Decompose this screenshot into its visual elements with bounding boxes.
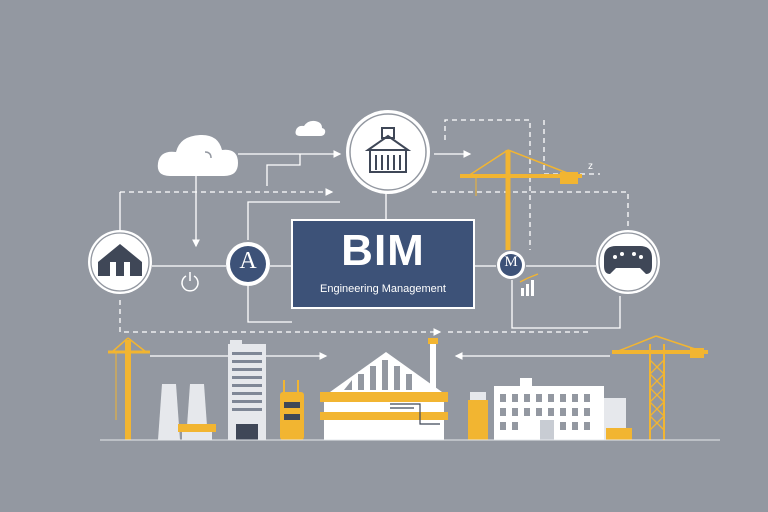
power-icon — [181, 272, 199, 292]
house-icon — [88, 230, 152, 294]
bar-chart-icon — [519, 273, 539, 296]
office-building-icon — [494, 378, 632, 440]
badge-m — [497, 251, 525, 279]
utility-cabinet-icon — [280, 380, 304, 440]
office-tower-icon — [228, 340, 266, 440]
bim-hub-box — [291, 219, 475, 309]
tower-crane-icon — [460, 149, 582, 250]
landmark-building-icon — [346, 110, 430, 194]
circuit-chip-icon — [596, 230, 660, 294]
left-crane-icon — [108, 337, 150, 440]
factory-icon — [158, 384, 216, 440]
cloud-icon — [157, 134, 238, 176]
storage-tank-icon — [468, 392, 488, 440]
hub-title: BIM — [341, 226, 425, 275]
small-cloud-icon — [295, 120, 326, 136]
left-badge-letter: A — [239, 248, 257, 274]
crane-mark: z — [588, 161, 593, 172]
right-crane-icon — [612, 335, 708, 440]
badge-a — [226, 242, 270, 286]
industrial-plant-icon — [320, 338, 448, 440]
right-badge-letter: M — [504, 254, 518, 270]
hub-subtitle: Engineering Management — [320, 283, 446, 295]
connector-lines — [119, 119, 629, 360]
